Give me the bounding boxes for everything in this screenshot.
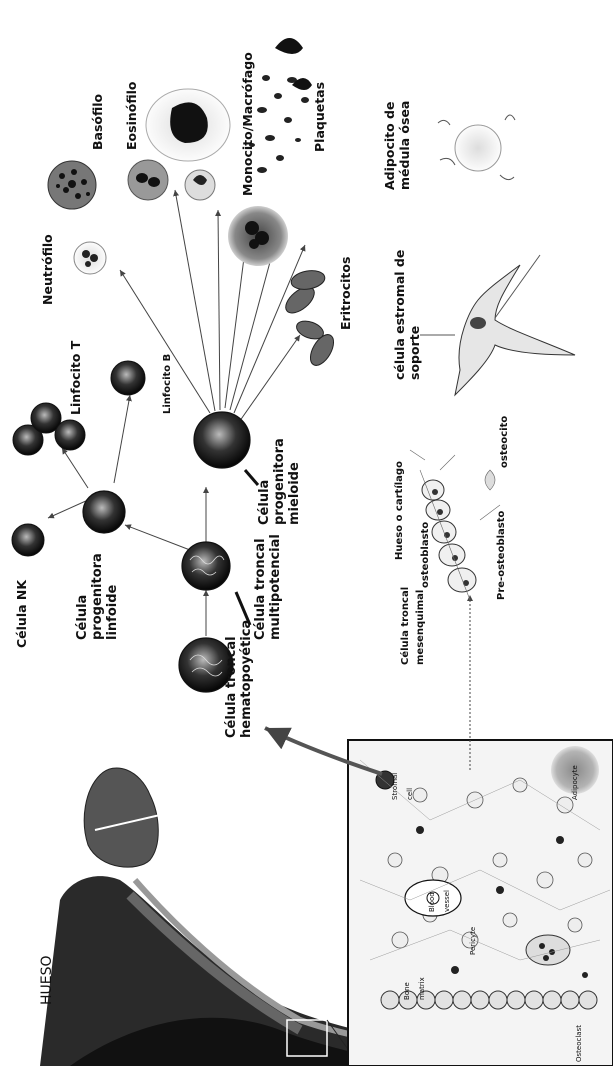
bone-title: HUESO bbox=[40, 955, 55, 1005]
label-platelets: Plaquetas bbox=[312, 82, 327, 152]
label-t-lymphocyte: Linfocito T bbox=[68, 341, 83, 415]
label-lymphoid-progenitor: Célula progenitora linfoide bbox=[75, 553, 120, 640]
label-osteocyte: osteocito bbox=[497, 416, 512, 468]
label-bone-marrow-adipocyte: Adipocito de médula ósea bbox=[382, 101, 412, 190]
label-b-lymphocyte: Linfocito B bbox=[160, 354, 175, 414]
label-bone-or-cartilage: Hueso o cartílago bbox=[392, 461, 407, 560]
inset-label-osteoclast: Osteoclast bbox=[572, 1025, 587, 1062]
label-support-stromal-cell: célula estromal de soporte bbox=[392, 250, 422, 380]
label-neutrophil: Neutrófilo bbox=[40, 234, 55, 305]
label-pre-osteoblast: Pre-osteoblasto bbox=[494, 511, 509, 600]
label-erythrocytes: Eritrocitos bbox=[338, 257, 353, 330]
label-monocyte-macrophage: Monocito/Macrófago bbox=[240, 52, 255, 196]
inset-label-adipocyte: Adipocyte bbox=[568, 765, 583, 800]
inset-label-bone-matrix: Bone matrix bbox=[400, 977, 430, 1000]
label-myeloid-progenitor: Célula progenitora mieloide bbox=[257, 438, 302, 525]
inset-label-stromal-cell: Stromal cell bbox=[388, 773, 418, 800]
label-osteoblast: osteoblasto bbox=[418, 522, 433, 588]
label-nk-cell: Célula NK bbox=[14, 580, 29, 648]
label-multipotent-stem-cell: Célula troncal multipotencial bbox=[253, 534, 283, 640]
label-mesenchymal-stem-cell: Célula troncal mesenquimal bbox=[398, 587, 428, 665]
label-eosinophil: Eosinófilo bbox=[124, 82, 139, 150]
label-basophil: Basófilo bbox=[90, 94, 105, 150]
stromal-lineage bbox=[410, 115, 575, 600]
inset-label-pericyte: Pericyte bbox=[466, 927, 481, 955]
inset-label-blood-vessel: Blood vessel bbox=[425, 890, 455, 912]
label-hematopoietic-stem-cell: Célula troncal hematopoyética bbox=[224, 620, 254, 738]
hematopoietic-tree bbox=[12, 38, 338, 692]
